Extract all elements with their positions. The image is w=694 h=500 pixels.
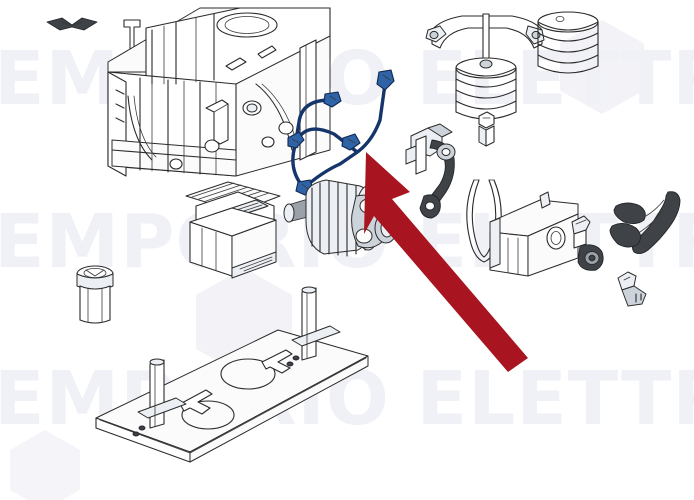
part-bushing: [76, 265, 114, 324]
part-release-handle: [609, 191, 681, 255]
part-clip-washer: [46, 17, 98, 31]
part-small-fitting: [478, 111, 495, 147]
part-spring-bracket: [425, 13, 545, 120]
part-key: [617, 271, 647, 307]
annotation-arrow: [364, 152, 528, 372]
part-gearbox-housing: [107, 7, 331, 177]
part-spring-plain: [537, 11, 599, 74]
part-base-plate: [95, 286, 369, 463]
part-transformer: [185, 181, 281, 279]
part-lock-cylinder: [571, 215, 604, 271]
part-release-lever: [405, 123, 456, 219]
part-cover-block: [489, 191, 579, 277]
